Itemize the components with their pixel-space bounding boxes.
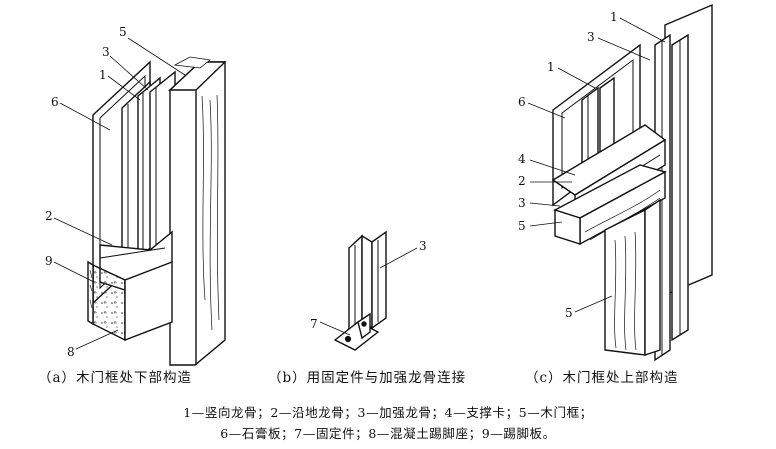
- callout-c-1-top: 1: [610, 10, 618, 24]
- legend-line-2: 6—石膏板；7—固定件；8—混凝土踢脚座；9—踢脚板。: [220, 426, 556, 441]
- callout-c-2: 2: [518, 174, 526, 188]
- caption-panel-b: （b）用固定件与加强龙骨连接: [268, 370, 467, 386]
- panel-b-callouts: [319, 247, 418, 336]
- panel-a-callouts: [53, 37, 186, 350]
- callout-c-1: 1: [547, 60, 555, 74]
- legend-line-1: 1—竖向龙骨；2—沿地龙骨；3—加强龙骨；4—支撑卡；5—木门框；: [183, 405, 593, 420]
- panel-b-callout-labels: 3 7: [310, 239, 427, 331]
- callout-a-8: 8: [67, 345, 75, 359]
- callout-c-3: 3: [518, 196, 526, 210]
- caption-panel-c: （c）木门框处上部构造: [525, 370, 679, 386]
- callout-c-5-jamb: 5: [565, 306, 573, 320]
- caption-panel-a: （a）木门框处下部构造: [38, 370, 193, 386]
- panel-a-callout-labels: 5 3 1 6 2 9 8: [45, 25, 127, 359]
- panel-a-drawing: [87, 56, 227, 366]
- callout-c-3-top: 3: [587, 30, 595, 44]
- callout-a-9: 9: [45, 254, 53, 268]
- callout-b-3: 3: [419, 239, 427, 253]
- callout-a-6: 6: [51, 95, 59, 109]
- callout-c-6: 6: [518, 95, 526, 109]
- panel-c-drawing: [551, 3, 713, 362]
- callout-c-5-head: 5: [518, 219, 526, 233]
- callout-a-5: 5: [119, 25, 127, 39]
- panel-c-callouts: [527, 17, 666, 313]
- panel-b-drawing: [333, 230, 387, 351]
- callout-c-4: 4: [518, 152, 526, 166]
- callout-a-2: 2: [45, 209, 53, 223]
- callout-a-1: 1: [99, 68, 107, 82]
- callout-a-3: 3: [102, 45, 110, 59]
- callout-b-7: 7: [310, 317, 318, 331]
- panel-c-callout-labels: 1 3 1 6 4 2 3 5 5: [518, 10, 618, 320]
